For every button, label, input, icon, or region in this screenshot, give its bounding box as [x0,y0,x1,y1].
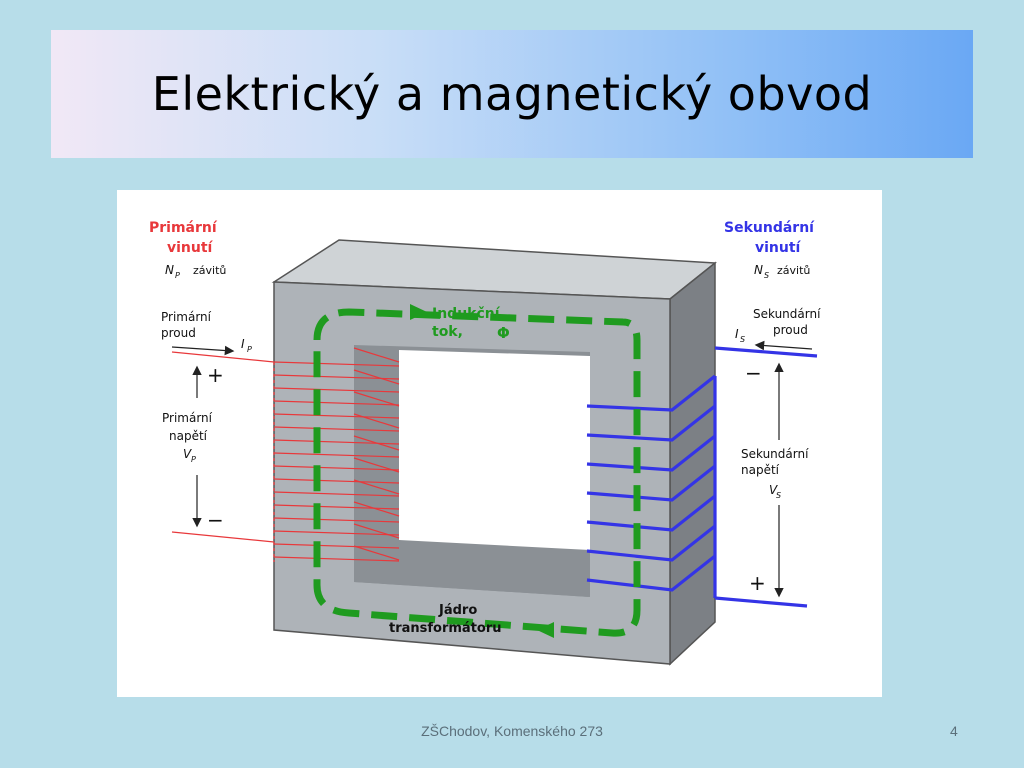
secondary-voltage-label-2: napětí [741,463,780,477]
flux-path [313,308,641,637]
primary-current-sub: P [247,345,252,354]
secondary-turns-sub: S [764,271,769,280]
primary-minus: − [207,508,224,532]
primary-winding [171,347,400,562]
slide-footer: ZŠChodov, Komenského 273 [421,723,603,739]
primary-turns-label: závitů [193,264,226,277]
transformer-diagram: Primární vinutí N P závitů Primární prou… [117,190,882,697]
core-side-face [669,261,716,666]
secondary-minus: − [745,361,762,385]
primary-voltage-label-1: Primární [162,411,213,425]
primary-plus: + [207,363,224,387]
secondary-current-label-2: proud [773,323,808,337]
core-window-bottom [354,540,590,597]
primary-current-label-2: proud [161,326,196,340]
flux-arrow-top [410,304,427,320]
core-window [399,350,590,597]
secondary-winding-title-1: Sekundární [724,220,815,236]
title-bar: Elektrický a magnetický obvod [51,30,973,158]
secondary-current-symbol: I [735,327,739,341]
secondary-voltage-label-1: Sekundární [741,447,809,461]
core-label-1: Jádro [438,603,477,618]
primary-winding-title-1: Primární [149,220,218,236]
secondary-current-sub: S [740,335,745,344]
secondary-voltage-symbol: V [769,483,778,497]
secondary-current-arrow [754,340,813,351]
slide-title: Elektrický a magnetický obvod [151,67,873,121]
secondary-winding [586,346,818,608]
secondary-plus: + [749,571,766,595]
primary-current-arrow [171,345,235,356]
primary-turns-symbol: N [165,263,174,277]
secondary-turns-label: závitů [777,264,810,277]
core-label-2: transformátoru [389,621,502,636]
primary-voltage-sub: P [191,455,196,464]
secondary-current-label-1: Sekundární [753,307,821,321]
page-number: 4 [950,723,958,739]
primary-current-label-1: Primární [161,310,212,324]
primary-current-symbol: I [241,337,245,351]
flux-label-2: tok, [432,324,463,340]
primary-turns-sub: P [175,271,180,280]
secondary-voltage-sub: S [776,491,781,500]
flux-symbol: Φ [497,324,510,342]
flux-arrow-bottom [537,622,554,638]
secondary-winding-title-2: vinutí [755,240,802,256]
primary-voltage-label-2: napětí [169,429,208,443]
transformer-svg: Primární vinutí N P závitů Primární prou… [149,220,821,666]
flux-label-1: Indukční [432,306,501,322]
primary-winding-title-2: vinutí [167,240,214,256]
secondary-turns-symbol: N [754,263,763,277]
primary-voltage-symbol: V [183,447,192,461]
